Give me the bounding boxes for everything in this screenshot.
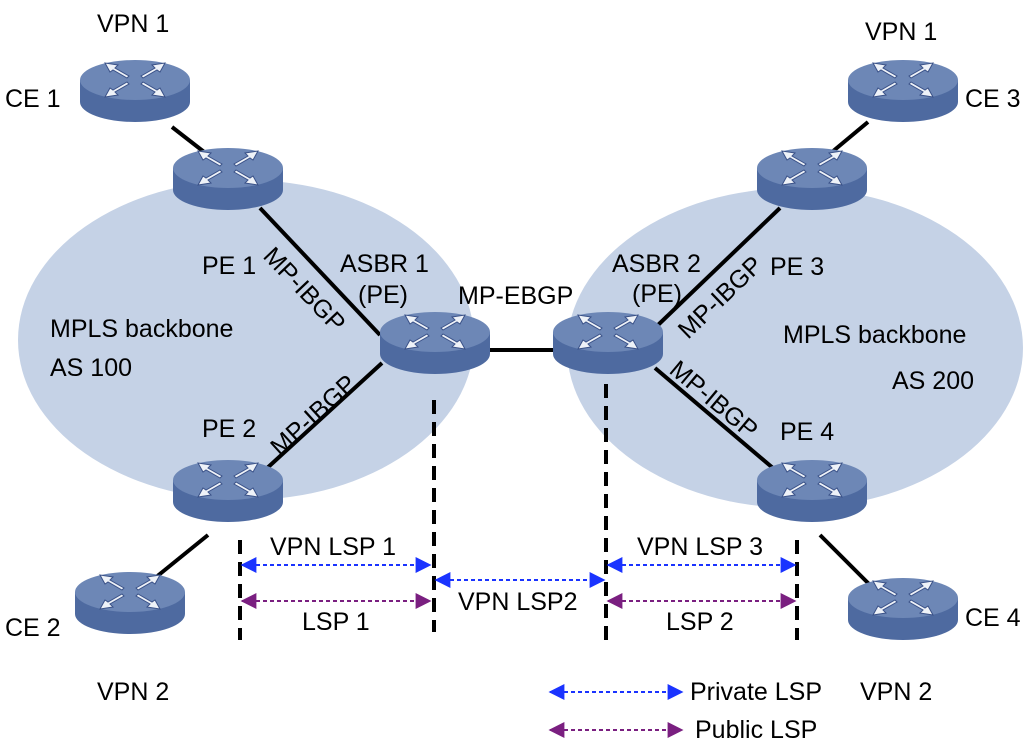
lsp-label-vpn-lsp3: VPN LSP 3 — [637, 533, 763, 561]
vpn-label-ce3: VPN 1 — [865, 18, 937, 46]
link-ce1-pe1 — [170, 125, 210, 157]
router-icon-ce1 — [79, 59, 191, 123]
device-label-ce2: CE 2 — [5, 614, 61, 642]
legend-private-label: Private LSP — [690, 678, 822, 706]
device-sublabel-asbr2: (PE) — [632, 280, 682, 308]
device-label-asbr1: ASBR 1 — [340, 250, 429, 278]
link-pe2-ce2 — [148, 533, 210, 584]
router-icon-asbr1 — [379, 311, 491, 375]
device-label-pe4: PE 4 — [780, 418, 834, 446]
vpn-label-ce1: VPN 1 — [97, 10, 169, 38]
router-icon-pe3 — [756, 147, 868, 211]
router-icon-ce3 — [847, 59, 959, 123]
lsp-label-lsp1: LSP 1 — [302, 608, 370, 636]
area-name-left: MPLS backbone — [50, 315, 233, 343]
link-pe1-asbr1 — [258, 206, 382, 337]
device-sublabel-asbr1: (PE) — [358, 281, 408, 309]
router-icon-pe1 — [172, 147, 284, 211]
lsp-label-lsp2: LSP 2 — [666, 608, 734, 636]
device-label-ce4: CE 4 — [965, 604, 1021, 632]
session-label-asbr1-asbr2: MP-EBGP — [458, 282, 573, 310]
area-as-left: AS 100 — [50, 354, 132, 382]
device-label-asbr2: ASBR 2 — [612, 250, 701, 278]
area-as-right: AS 200 — [892, 367, 974, 395]
mpls-area-right — [567, 188, 1023, 508]
link-pe3-ce3 — [830, 120, 870, 154]
vpn-label-ce2: VPN 2 — [97, 678, 169, 706]
router-icon-asbr2 — [552, 311, 664, 375]
link-pe4-ce4 — [818, 533, 872, 587]
router-icon-ce2 — [74, 571, 186, 635]
device-label-ce3: CE 3 — [965, 85, 1021, 113]
router-icon-ce4 — [847, 577, 959, 641]
vpn-label-ce4: VPN 2 — [860, 678, 932, 706]
link-pe2-asbr1 — [263, 361, 384, 472]
lsp-label-vpn-lsp1: VPN LSP 1 — [270, 533, 396, 561]
device-label-pe3: PE 3 — [770, 253, 824, 281]
mpls-area-left — [18, 180, 474, 500]
lsp-label-vpn-lsp2: VPN LSP2 — [458, 588, 578, 616]
legend-public-label: Public LSP — [695, 716, 817, 744]
router-icon-pe4 — [756, 459, 868, 523]
link-asbr2-pe3 — [656, 206, 782, 327]
device-label-ce1: CE 1 — [5, 85, 61, 113]
router-icon-pe2 — [172, 459, 284, 523]
link-asbr2-pe4 — [653, 366, 782, 476]
device-label-pe1: PE 1 — [202, 252, 256, 280]
device-label-pe2: PE 2 — [202, 415, 256, 443]
area-name-right: MPLS backbone — [783, 321, 966, 349]
